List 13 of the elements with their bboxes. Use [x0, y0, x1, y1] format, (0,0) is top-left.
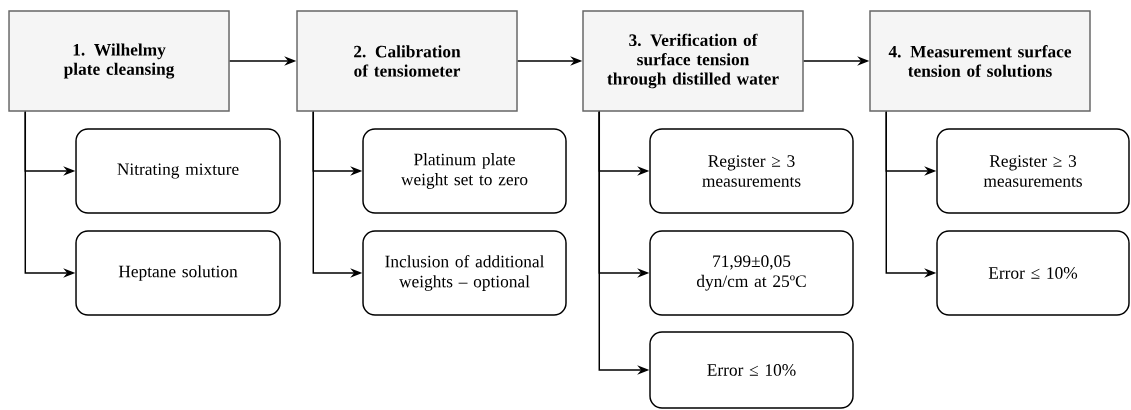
step-box: 3. Verification of surface tension through distilled water: [582, 10, 804, 112]
detail-box: Nitrating mixture: [75, 128, 281, 214]
detail-box: Heptane solution: [75, 230, 281, 316]
detail-box: Inclusion of additional weights – optional: [362, 230, 567, 316]
detail-box: Register ≥ 3 measurements: [936, 128, 1130, 214]
detail-box: Error ≤ 10%: [649, 331, 854, 409]
detail-box: Error ≤ 10%: [936, 230, 1130, 316]
detail-box: Register ≥ 3 measurements: [649, 128, 854, 214]
detail-box: Platinum plate weight set to zero: [362, 128, 567, 214]
step-box: 2. Calibration of tensiometer: [296, 10, 518, 112]
step-box: 4. Measurement surface tension of solutions: [869, 10, 1091, 112]
detail-box: 71,99±0,05 dyn/cm at 25ºC: [649, 230, 854, 316]
step-box: 1. Wilhelmy plate cleansing: [8, 10, 230, 112]
